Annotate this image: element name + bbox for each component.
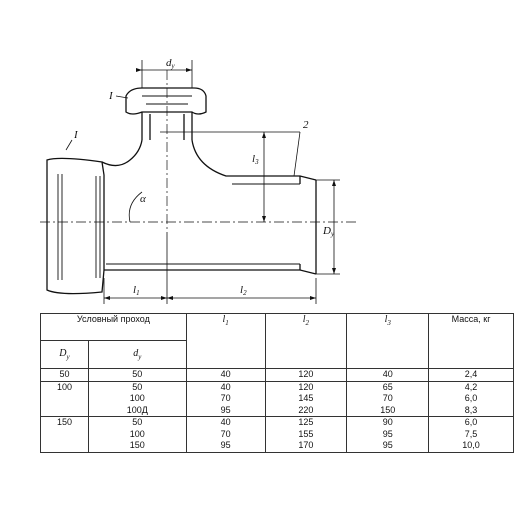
header-l3: l3 <box>346 313 430 369</box>
tee-drawing: I I 2 dy l3 Dy l1 l2 α <box>40 57 356 304</box>
callout-1-branch: I <box>108 90 114 102</box>
dim-l1-l2 <box>103 232 317 304</box>
table-subheader-row: Dy dy <box>40 340 514 369</box>
branch-socket <box>125 87 207 115</box>
left-socket-inner <box>57 174 101 280</box>
table-header-row: Условный проход l1 l2 l3 Масса, кг <box>40 313 514 369</box>
dim-label-Dy: Dy <box>322 225 335 238</box>
cell-l2: 120 <box>264 368 348 382</box>
header-l1: l1 <box>185 313 266 369</box>
header-dy: dy <box>87 340 187 369</box>
dim-l3 <box>160 131 300 222</box>
spigot-end <box>299 176 317 274</box>
angle-label: α <box>140 193 146 205</box>
table-row: 50 50 40 120 40 2,4 <box>40 368 514 382</box>
dim-Dy <box>316 179 340 275</box>
left-socket-outline <box>46 157 105 295</box>
header-l2: l2 <box>264 313 348 369</box>
cell-Dy: 100 <box>40 380 89 417</box>
header-nominal: Условный проход <box>40 313 187 341</box>
centre-lines <box>40 70 356 232</box>
header-Dy: Dy <box>40 340 89 369</box>
cell-dy: 50 <box>87 368 187 382</box>
cell-Dy: 50 <box>40 368 89 382</box>
dim-dy <box>136 60 193 88</box>
dim-label-l1: l1 <box>133 284 140 297</box>
callout-2: 2 <box>303 119 309 131</box>
angle-arc <box>128 191 143 223</box>
main-pipe-top <box>101 139 317 181</box>
cell-l3: 40 <box>346 368 430 382</box>
dimensions-table: Условный проход l1 l2 l3 Масса, кг Dy dy… <box>40 313 514 453</box>
callout-1-socket: I <box>73 129 79 141</box>
cell-Dy: 150 <box>40 416 89 453</box>
leader-lines <box>65 95 301 177</box>
header-mass: Масса, кг <box>428 313 514 369</box>
dim-label-dy: dy <box>166 57 176 70</box>
cell-l1: 40 <box>185 368 266 382</box>
branch-body <box>141 112 193 140</box>
dim-label-l3: l3 <box>252 153 259 166</box>
cell-mass: 2,4 <box>428 368 514 382</box>
main-pipe-inner <box>106 183 300 265</box>
dim-label-l2: l2 <box>240 284 247 297</box>
main-pipe-bottom <box>104 269 317 275</box>
